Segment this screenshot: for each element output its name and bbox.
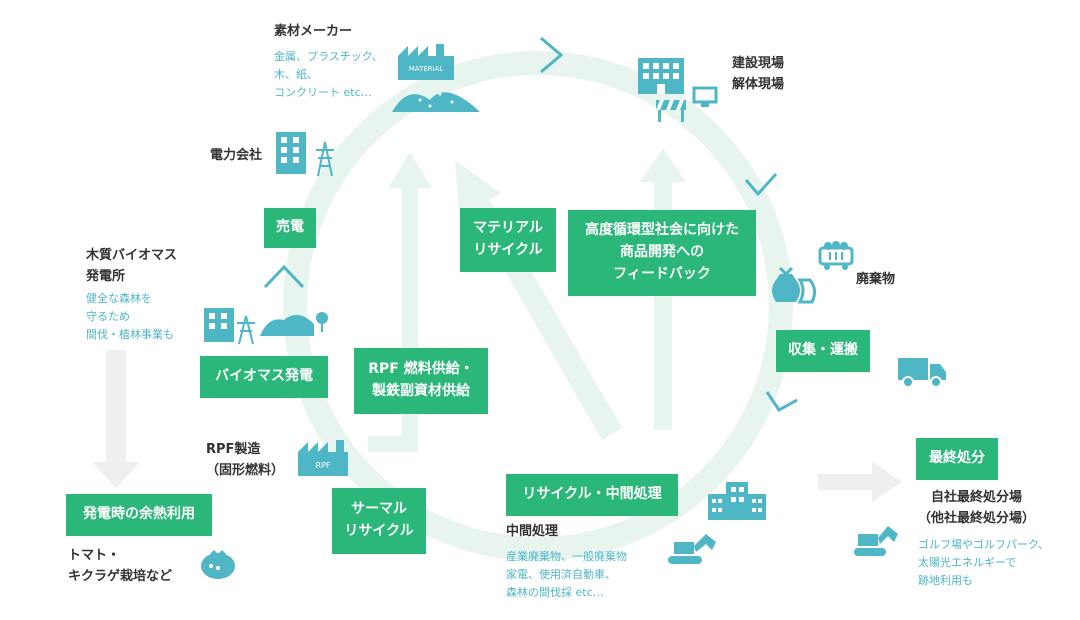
- power-building-icon: [276, 132, 306, 174]
- factory-icon: MATERIAL: [398, 44, 454, 80]
- material-maker-label: 素材メーカー: [274, 24, 353, 39]
- garbage-bag-icon: [772, 266, 817, 304]
- collect-box: 収集・運搬: [776, 330, 870, 372]
- rpf-supply-box: RPF 燃料供給・ 製鉄副資材供給: [354, 348, 488, 414]
- material-maker-subtext: 金属、プラスチック、 木、紙、 コンクリート etc…: [274, 50, 383, 100]
- intermediate-subtext: 産業廃棄物、一般廃棄物 家電、使用済自動車、 森林の間伐採 etc…: [506, 550, 627, 600]
- right-arrow-final: [818, 462, 902, 502]
- processing-building-icon: [708, 482, 766, 520]
- monitor-icon: [692, 86, 718, 107]
- material-icon-text: MATERIAL: [409, 65, 444, 73]
- final-disposal-box: 最終処分: [916, 438, 998, 480]
- wood-biomass-label: 木質バイオマス 発電所: [86, 248, 178, 284]
- waste-label: 廃棄物: [856, 272, 896, 287]
- wood-biomass-subtext: 健全な森林を 守るため 間伐・植林事業も: [86, 292, 174, 342]
- down-arrow-waste-heat: [92, 350, 140, 488]
- chevron-right-lower: [765, 391, 798, 412]
- rpf-production-label: RPF製造 （固形燃料）: [206, 442, 285, 478]
- cycle-ring: [283, 51, 793, 561]
- tomato-label: トマト・ キクラゲ栽培など: [68, 548, 173, 584]
- feedback-box: 高度循環型社会に向けた 商品開発への フィードバック: [568, 210, 756, 296]
- biomass-power-box: バイオマス発電: [200, 356, 328, 398]
- excavator-icon: [668, 534, 716, 564]
- tomato-icon: [201, 550, 235, 579]
- material-pile-icon: [392, 92, 480, 112]
- building-icon: [638, 58, 684, 94]
- forest-icon: [260, 312, 328, 336]
- power-tower-icon: [316, 141, 334, 176]
- truck-icon: [898, 358, 946, 388]
- waste-heat-box: 発電時の余熱利用: [66, 494, 212, 536]
- recycle-mid-box: リサイクル・中間処理: [506, 474, 678, 516]
- own-landfill-label: 自社最終処分場 （他社最終処分場）: [918, 490, 1036, 526]
- material-recycle-box: マテリアル リサイクル: [460, 208, 556, 272]
- intermediate-label: 中間処理: [506, 524, 559, 539]
- thermal-recycle-box: サーマル リサイクル: [332, 488, 426, 554]
- chevron-right-upper: [744, 172, 778, 197]
- chevron-top: [540, 36, 564, 74]
- chevron-left: [263, 264, 305, 289]
- biomass-tower-icon: [237, 315, 255, 344]
- rpf-factory-icon: RPF: [298, 440, 348, 476]
- construction-site-label: 建設現場 解体現場: [732, 56, 785, 92]
- sell-power-box: 売電: [264, 208, 316, 248]
- own-landfill-subtext: ゴルフ場やゴルフパーク、 太陽光エネルギーで 跡地利用も: [918, 538, 1050, 588]
- rpf-icon-text: RPF: [316, 461, 331, 470]
- biomass-building-icon: [204, 308, 234, 342]
- power-company-label: 電力会社: [210, 148, 263, 163]
- barrier-icon: [656, 100, 686, 122]
- landfill-excavator-icon: [854, 526, 898, 556]
- waste-cart-icon: [818, 241, 854, 270]
